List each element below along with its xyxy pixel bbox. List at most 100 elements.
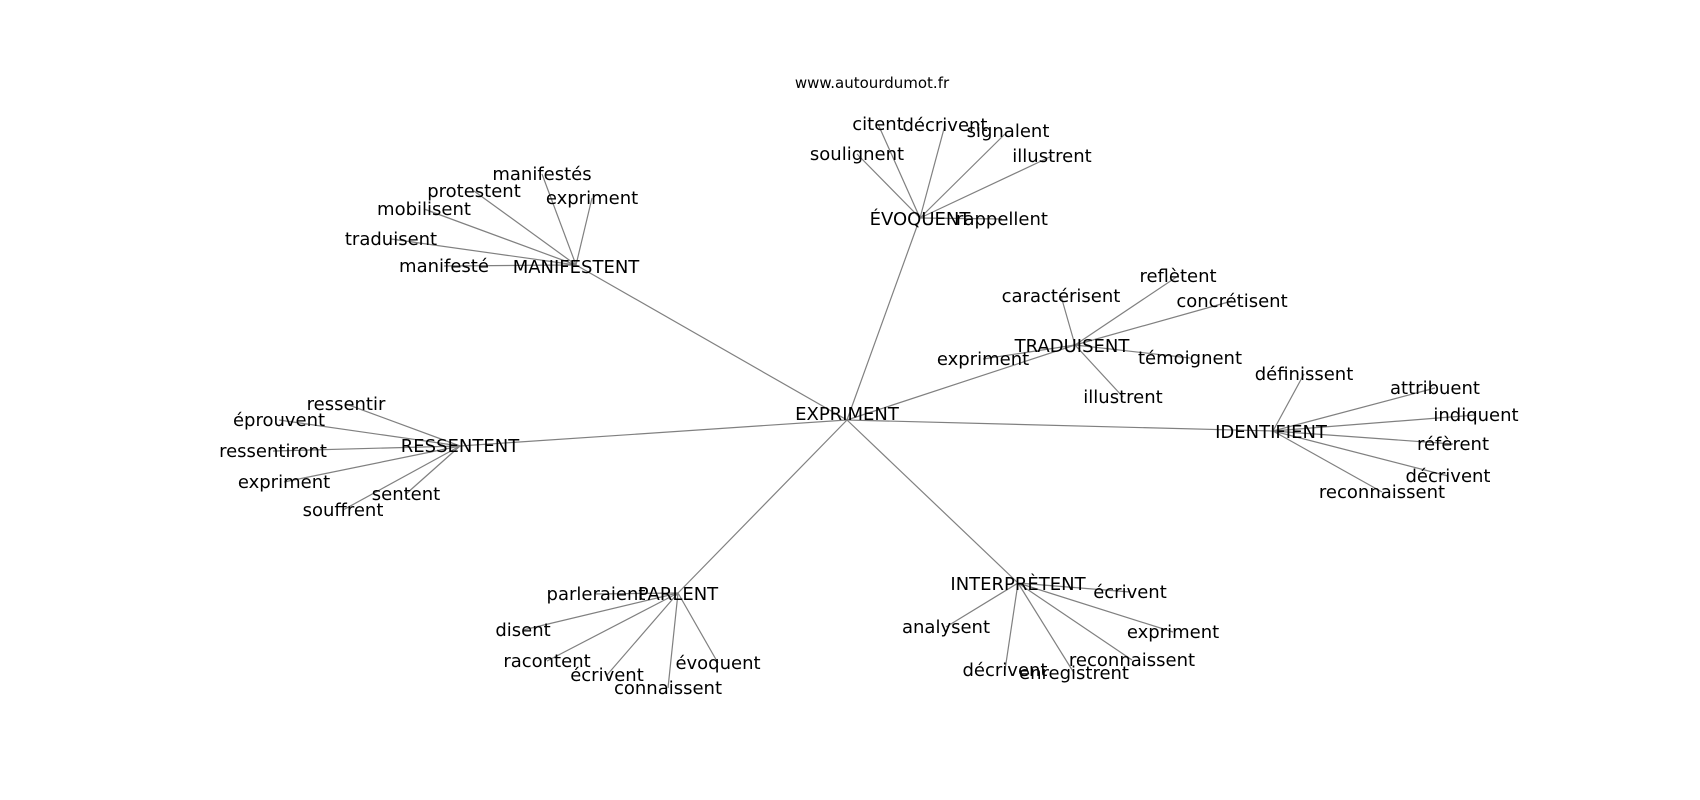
- edge-center-identifient: [846, 419, 1274, 432]
- leaf-word[interactable]: réfèrent: [1417, 434, 1489, 455]
- edge-parlent-leaf: [522, 592, 679, 631]
- edge-manifestent-leaf: [390, 238, 577, 266]
- leaf-word[interactable]: connaissent: [614, 678, 722, 699]
- hub-word-traduisent[interactable]: TRADUISENT: [1014, 336, 1131, 357]
- leaf-word[interactable]: décrivent: [903, 115, 988, 136]
- hub-word-identifient[interactable]: IDENTIFIENT: [1215, 422, 1328, 443]
- graph-edges: [272, 123, 1477, 689]
- leaf-word[interactable]: sentent: [372, 484, 440, 505]
- edge-center-manifestent: [575, 264, 848, 421]
- hub-word-parlent[interactable]: PARLENT: [638, 584, 719, 605]
- edge-interpretent-leaf: [1017, 582, 1075, 674]
- leaf-word[interactable]: écrivent: [1093, 582, 1167, 603]
- edge-center-parlent: [677, 419, 848, 594]
- edge-manifestent-leaf: [473, 190, 577, 266]
- edge-interpretent-leaf: [1017, 582, 1174, 633]
- edge-ressentent-leaf: [278, 419, 461, 447]
- edge-interpretent-leaf: [945, 582, 1019, 628]
- leaf-word[interactable]: décrivent: [963, 660, 1048, 681]
- leaf-word[interactable]: expriment: [937, 349, 1029, 370]
- edge-identifient-leaf: [1272, 387, 1436, 432]
- leaf-word[interactable]: illustrent: [1083, 387, 1162, 408]
- edge-ressentent-leaf: [342, 445, 461, 511]
- edge-interpretent-leaf: [1004, 582, 1019, 671]
- leaf-word[interactable]: expriment: [238, 472, 330, 493]
- leaf-word[interactable]: citent: [852, 114, 904, 135]
- graph-labels: www.autourdumot.fr EXPRIMENT ÉVOQUENT cit…: [219, 74, 1519, 699]
- leaf-word[interactable]: traduisent: [345, 229, 437, 250]
- edge-ressentent-leaf: [283, 445, 461, 483]
- edge-evoquent-leaf: [919, 217, 1003, 220]
- edge-parlent-leaf: [667, 592, 679, 689]
- edge-evoquent-leaf: [919, 124, 946, 219]
- leaf-word[interactable]: protestent: [427, 181, 521, 202]
- leaf-word[interactable]: illustrent: [1012, 146, 1091, 167]
- edge-parlent-leaf: [546, 592, 679, 662]
- edge-center-interpretent: [846, 419, 1019, 584]
- site-url[interactable]: www.autourdumot.fr: [795, 74, 950, 92]
- edge-parlent-leaf: [595, 592, 679, 595]
- edge-center-ressentent: [459, 419, 848, 447]
- edge-ressentent-leaf: [345, 403, 461, 447]
- leaf-word[interactable]: reconnaissent: [1069, 650, 1195, 671]
- hub-word-ressentent[interactable]: RESSENTENT: [401, 436, 520, 457]
- leaf-word[interactable]: enregistrent: [1019, 663, 1129, 684]
- leaf-word[interactable]: caractérisent: [1002, 286, 1121, 307]
- leaf-word[interactable]: ressentir: [307, 394, 386, 415]
- leaf-word[interactable]: disent: [495, 620, 550, 641]
- leaf-word[interactable]: manifesté: [399, 256, 489, 277]
- leaf-word[interactable]: racontent: [503, 651, 590, 672]
- leaf-word[interactable]: signalent: [967, 121, 1050, 142]
- leaf-word[interactable]: reflètent: [1139, 266, 1216, 287]
- edge-identifient-leaf: [1272, 414, 1477, 432]
- edge-traduisent-leaf: [1060, 295, 1076, 346]
- leaf-word[interactable]: expriment: [546, 188, 638, 209]
- edge-identifient-leaf: [1272, 430, 1454, 445]
- edge-center-evoquent: [846, 217, 921, 421]
- hub-word-evoquent[interactable]: ÉVOQUENT: [870, 208, 972, 230]
- edge-evoquent-leaf: [856, 153, 921, 219]
- leaf-word[interactable]: mobilisent: [377, 199, 471, 220]
- edge-ressentent-leaf: [405, 445, 461, 495]
- edge-evoquent-leaf: [919, 130, 1009, 219]
- leaf-word[interactable]: analysent: [902, 617, 990, 638]
- edge-evoquent-leaf: [877, 123, 921, 219]
- edge-traduisent-leaf: [1074, 344, 1124, 398]
- leaf-word[interactable]: écrivent: [570, 665, 644, 686]
- leaf-word[interactable]: attribuent: [1390, 378, 1480, 399]
- edge-interpretent-leaf: [1017, 582, 1131, 593]
- edge-manifestent-leaf: [541, 173, 577, 266]
- edge-traduisent-leaf: [982, 344, 1076, 360]
- edge-identifient-leaf: [1272, 430, 1383, 493]
- leaf-word[interactable]: définissent: [1255, 364, 1354, 385]
- leaf-word[interactable]: souffrent: [303, 500, 384, 521]
- edge-traduisent-leaf: [1074, 344, 1191, 359]
- leaf-word[interactable]: soulignent: [810, 144, 904, 165]
- leaf-word[interactable]: évoquent: [675, 653, 760, 674]
- hub-word-manifestent[interactable]: MANIFESTENT: [513, 257, 641, 278]
- edge-identifient-leaf: [1272, 430, 1449, 477]
- edge-parlent-leaf: [606, 592, 679, 676]
- leaf-word[interactable]: éprouvent: [233, 410, 325, 431]
- edge-traduisent-leaf: [1074, 300, 1233, 346]
- center-word[interactable]: EXPRIMENT: [795, 404, 900, 425]
- leaf-word[interactable]: parleraient: [547, 584, 646, 605]
- leaf-word[interactable]: manifestés: [492, 164, 591, 185]
- edge-parlent-leaf: [677, 592, 719, 664]
- edge-ressentent-leaf: [272, 445, 461, 452]
- leaf-word[interactable]: décrivent: [1406, 466, 1491, 487]
- edge-manifestent-leaf: [443, 264, 577, 267]
- leaf-word[interactable]: rappellent: [956, 209, 1048, 230]
- edge-traduisent-leaf: [1074, 275, 1179, 346]
- edge-center-traduisent: [846, 344, 1076, 421]
- leaf-word[interactable]: ressentiront: [219, 441, 327, 462]
- hub-word-interpretent[interactable]: INTERPRÈTENT: [950, 573, 1086, 595]
- edge-evoquent-leaf: [919, 155, 1053, 219]
- leaf-word[interactable]: expriment: [1127, 622, 1219, 643]
- edge-identifient-leaf: [1272, 373, 1305, 432]
- leaf-word[interactable]: indiquent: [1433, 405, 1518, 426]
- leaf-word[interactable]: reconnaissent: [1319, 482, 1445, 503]
- leaf-word[interactable]: témoignent: [1138, 348, 1242, 369]
- leaf-word[interactable]: concrétisent: [1176, 291, 1287, 312]
